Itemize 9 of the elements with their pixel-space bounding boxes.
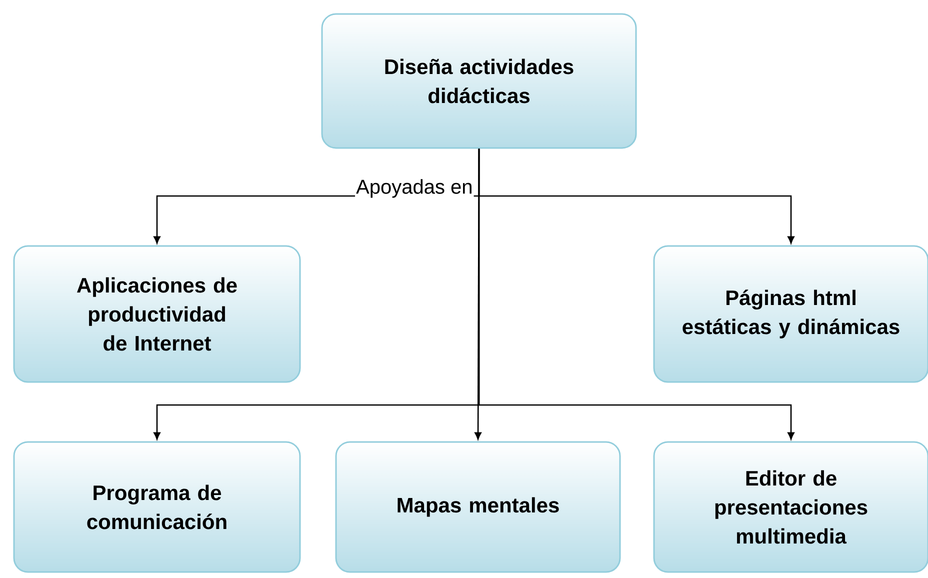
process-box: Mapas mentales bbox=[335, 441, 621, 573]
arrow bbox=[474, 148, 482, 440]
line-label: Apoyadas en bbox=[356, 179, 472, 198]
process-box: Editor de presentaciones multimedia bbox=[653, 441, 928, 573]
process-box: Aplicaciones de productividad de Internet bbox=[13, 245, 301, 383]
process-box: Diseña actividades didácticas bbox=[321, 13, 637, 149]
arrow bbox=[478, 148, 794, 440]
process-box: Programa de comunicación bbox=[13, 441, 301, 573]
process-box: Páginas html estáticas y dinámicas bbox=[653, 245, 928, 383]
